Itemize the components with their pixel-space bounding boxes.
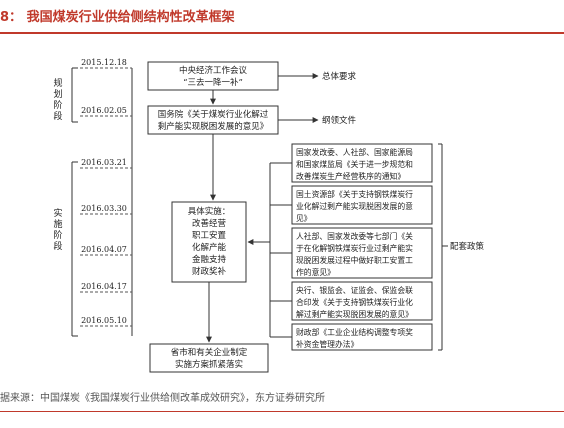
label-supporting-policies: 配套政策 (450, 241, 485, 252)
policy-box-text: 国家发改委、人社部、国家能源局和国家煤监局《关于进一步规范和改善煤炭生产经营秩序… (296, 147, 413, 181)
policy-box-text: 国土资源部《关于支持钢铁煤炭行业化解过剩产能实现脱困发展的意见》 (296, 189, 413, 223)
label-outline-document: 纲领文件 (322, 115, 357, 126)
box-state-council-text: 国务院《关于煤炭行业化解过剩产能实现脱困发展的意见》 (158, 109, 269, 132)
date-label: 2016.05.10 (81, 316, 127, 325)
label-overall-requirement: 总体要求 (322, 71, 357, 82)
policy-box-text: 央行、银监会、证监会、保监会联合印发《关于支持钢铁煤炭行业化解过剩产能实现脱困发… (296, 285, 413, 319)
date-label: 2016.04.17 (81, 282, 127, 291)
box-state-council (147, 105, 279, 135)
date-label: 2015.12.18 (81, 58, 127, 67)
policy-box (291, 281, 433, 321)
box-local-plans (149, 343, 269, 373)
date-label: 2016.03.30 (81, 204, 127, 213)
phase-label-implementation: 实施阶段 (53, 207, 62, 252)
phase-label-planning: 规划阶段 (53, 78, 62, 122)
box-central-conference-text: 中央经济工作会议“三去一降一补” (179, 65, 248, 88)
title-rule (0, 32, 564, 34)
box-local-plans-text: 省市和有关企业制定实施方案抓紧落实 (171, 347, 248, 370)
policy-box (291, 185, 433, 225)
bottom-rule (0, 411, 564, 412)
box-implementation-text: 具体实施：改善经营职工安置化解产能金融支持财政奖补 (188, 206, 231, 277)
box-implementation (171, 201, 247, 283)
date-label: 2016.04.07 (81, 245, 127, 254)
source-note: 据来源：中国煤炭《我国煤炭行业供给侧改革成效研究》，东方证券研究所 (0, 393, 325, 404)
date-label: 2016.03.21 (81, 158, 127, 167)
figure-title: 8： 我国煤炭行业供给侧结构性改革框架 (0, 10, 235, 25)
policy-box-text: 财政部《工业企业结构调整专项奖补资金管理办法》 (296, 327, 413, 349)
policy-box (291, 323, 433, 351)
policy-box-text: 人社部、国家发改委等七部门《关于在化解钢铁煤炭行业过剩产能实现脱困发展过程中做好… (296, 231, 413, 277)
date-label: 2016.02.05 (81, 106, 127, 115)
